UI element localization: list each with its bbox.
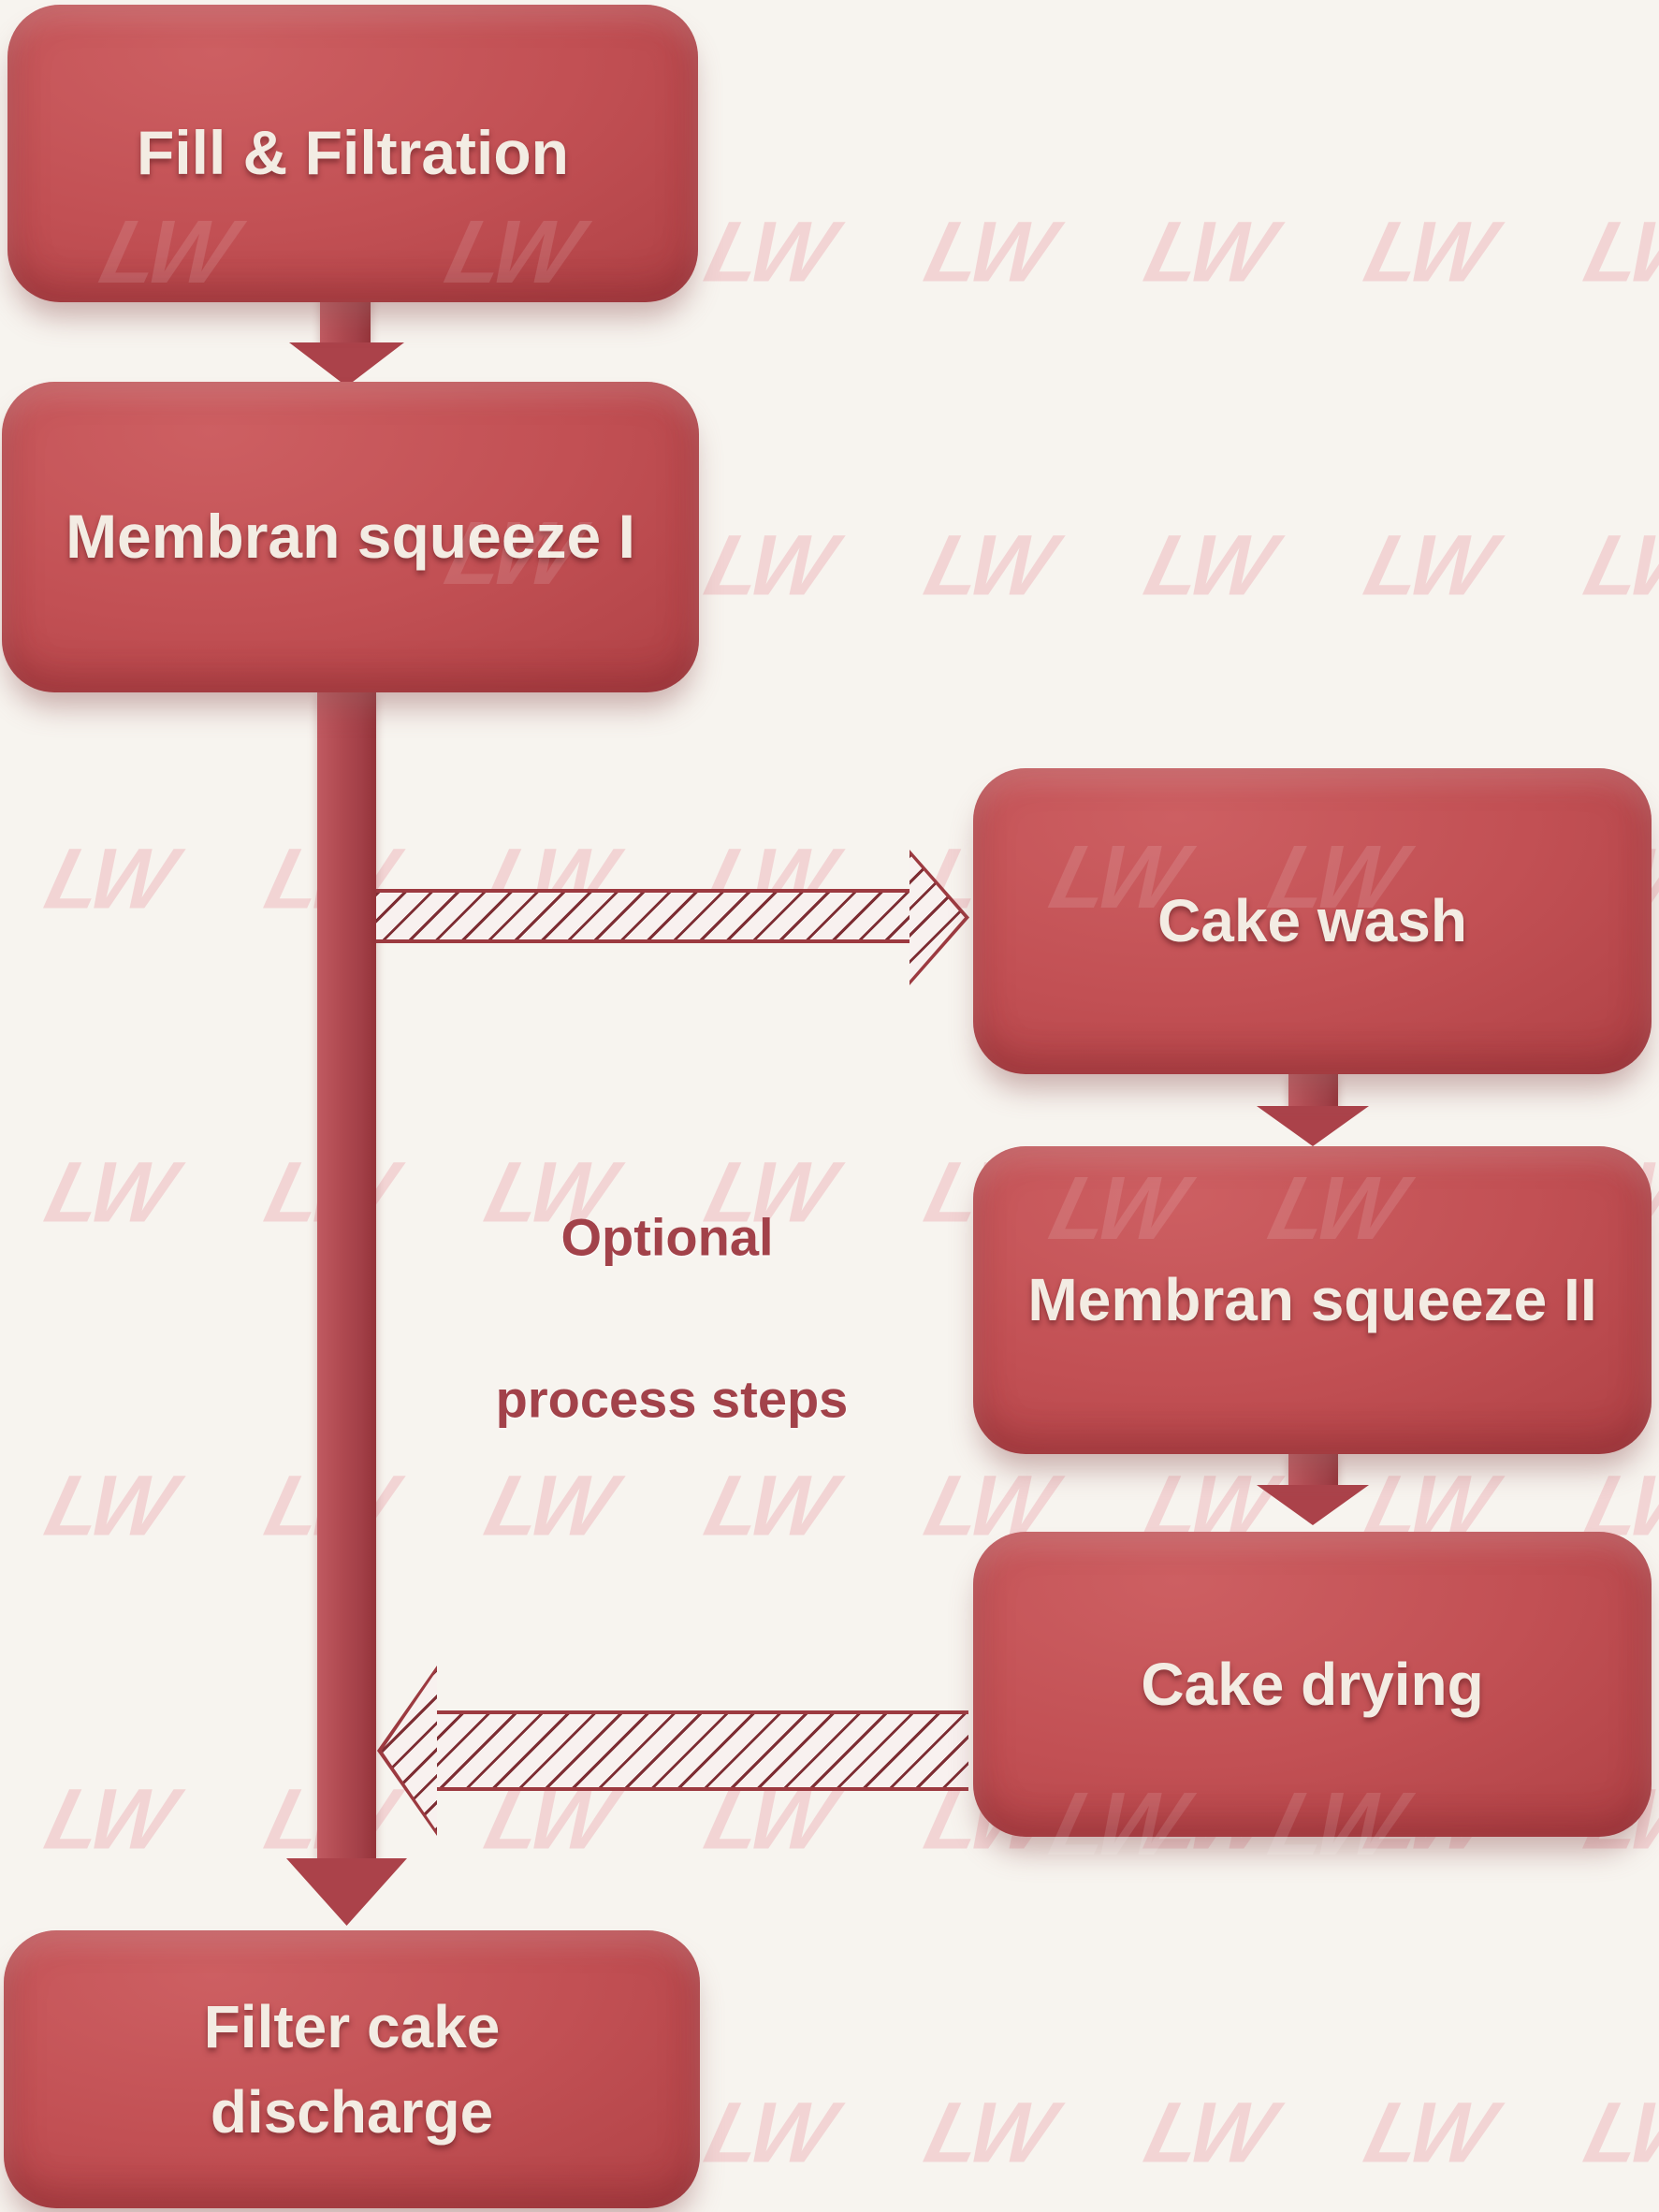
lw-watermark: LW <box>1041 827 1190 927</box>
lw-watermark: LW <box>436 503 586 604</box>
lw-watermark: LW <box>1041 1774 1190 1874</box>
arrow-fill-to-squeeze1-head <box>289 342 404 386</box>
annotation-process-steps: process steps <box>495 1369 849 1429</box>
lw-watermark: LW <box>1576 2085 1659 2181</box>
lw-watermark: LW <box>1356 2085 1498 2181</box>
lw-watermark: LW <box>36 1771 179 1868</box>
arrow-wash-to-squeeze2-shaft <box>1288 1072 1338 1108</box>
lw-watermark: LW <box>91 202 240 302</box>
node-cake-wash: Cake wash <box>973 768 1652 1074</box>
node-filter-cake-discharge: Filter cake discharge <box>4 1930 700 2208</box>
lw-watermark: LW <box>1259 1158 1409 1259</box>
lw-watermark: LW <box>696 517 838 614</box>
hatched-arrow-to-cake-wash-body <box>376 889 913 943</box>
lw-watermark: LW <box>696 1458 838 1554</box>
lw-watermark: LW <box>1136 204 1278 300</box>
flow-line-vertical <box>317 691 376 1860</box>
node-label: Filter cake discharge <box>204 1985 501 2155</box>
lw-watermark: LW <box>1041 1158 1190 1259</box>
node-label-line1: Filter cake <box>203 1992 501 2060</box>
arrow-wash-to-squeeze2-head <box>1257 1106 1369 1146</box>
node-label: Cake wash <box>1157 887 1467 955</box>
lw-watermark: LW <box>1356 204 1498 300</box>
node-cake-drying: Cake drying <box>973 1532 1652 1837</box>
node-label: Membran squeeze II <box>1027 1266 1597 1334</box>
arrow-squeeze2-to-drying-head <box>1257 1485 1369 1525</box>
hatched-arrow-head-fill <box>382 1670 437 1831</box>
lw-watermark: LW <box>1576 204 1659 300</box>
node-label-line2: discharge <box>210 2077 494 2146</box>
lw-watermark: LW <box>36 831 179 927</box>
lw-watermark: LW <box>916 204 1058 300</box>
lw-watermark: LW <box>916 517 1058 614</box>
lw-watermark: LW <box>1136 517 1278 614</box>
node-label: Cake drying <box>1141 1650 1484 1718</box>
lw-watermark: LW <box>1576 517 1659 614</box>
lw-watermark: LW <box>436 202 586 302</box>
lw-watermark: LW <box>1136 2085 1278 2181</box>
node-fill-filtration: Fill & Filtration <box>7 5 698 302</box>
lw-watermark: LW <box>1259 1774 1409 1874</box>
lw-watermark: LW <box>36 1458 179 1554</box>
lw-watermark: LW <box>696 2085 838 2181</box>
node-label: Fill & Filtration <box>137 118 569 188</box>
lw-watermark: LW <box>916 2085 1058 2181</box>
arrow-vertical-to-discharge-head <box>286 1858 407 1926</box>
lw-watermark: LW <box>696 204 838 300</box>
lw-watermark: LW <box>36 1144 179 1241</box>
node-membran-squeeze-1: Membran squeeze I <box>2 382 699 692</box>
hatched-arrow-from-cake-drying-body <box>433 1710 968 1791</box>
lw-watermark: LW <box>476 1458 618 1554</box>
node-membran-squeeze-2: Membran squeeze II <box>973 1146 1652 1454</box>
arrow-squeeze2-to-drying-shaft <box>1288 1452 1338 1487</box>
lw-watermark: LW <box>1259 827 1409 927</box>
lw-watermark: LW <box>1356 517 1498 614</box>
annotation-optional: Optional <box>560 1207 774 1267</box>
node-label: Membran squeeze I <box>65 502 635 572</box>
